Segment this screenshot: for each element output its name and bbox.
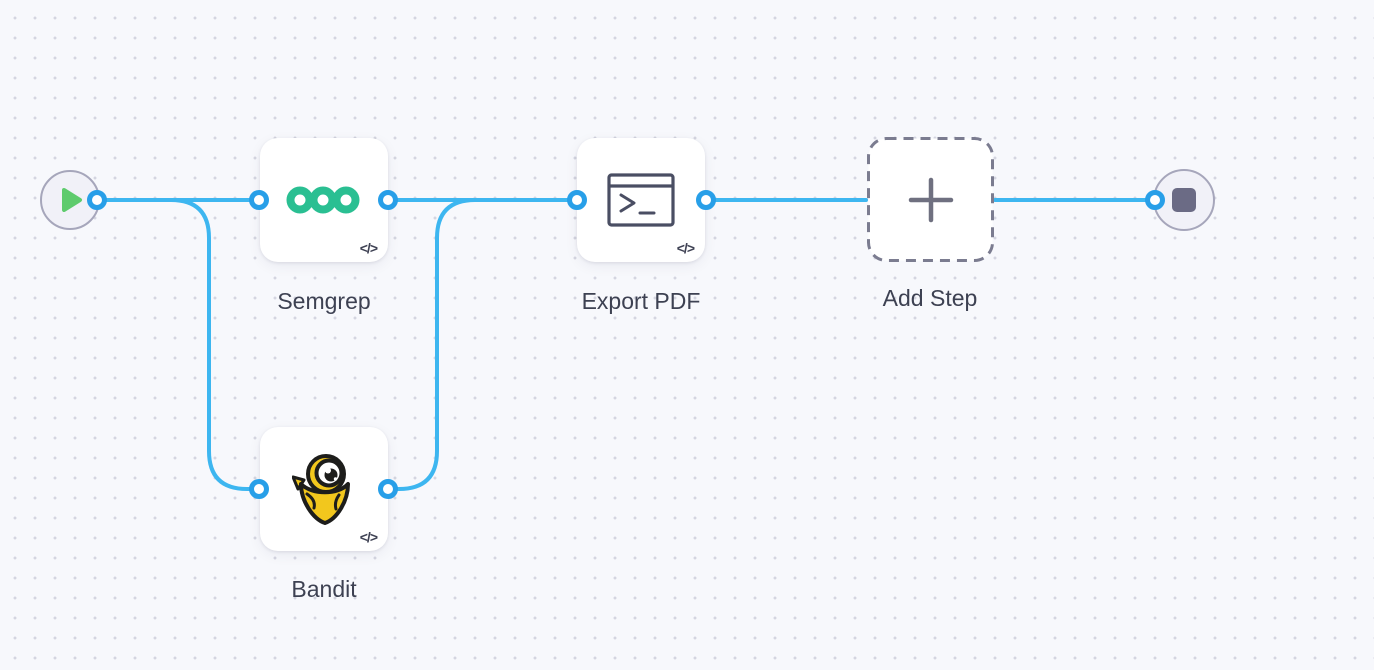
port-exportpdf-out[interactable] [696, 190, 716, 210]
node-label-export-pdf: Export PDF [581, 288, 701, 314]
node-label-add-step: Add Step [882, 285, 978, 311]
terminal-icon [577, 138, 705, 262]
port-bandit-in[interactable] [249, 479, 269, 499]
node-semgrep[interactable]: </> [260, 138, 388, 262]
code-step-badge: </> [676, 240, 695, 256]
port-semgrep-out[interactable] [378, 190, 398, 210]
stop-icon [1172, 188, 1196, 212]
play-icon [62, 188, 82, 212]
port-end-in[interactable] [1145, 190, 1165, 210]
port-start-out[interactable] [87, 190, 107, 210]
bandit-logo-icon [260, 427, 388, 551]
port-semgrep-in[interactable] [249, 190, 269, 210]
node-bandit[interactable]: </> [260, 427, 388, 551]
edge-bandit-exportpdf[interactable] [386, 198, 579, 491]
semgrep-logo-icon [260, 138, 388, 262]
node-label-semgrep: Semgrep [277, 288, 371, 314]
edge-start-bandit[interactable] [95, 198, 261, 491]
node-add-step[interactable] [867, 137, 994, 262]
code-step-badge: </> [359, 240, 378, 256]
code-step-badge: </> [359, 529, 378, 545]
node-export-pdf[interactable]: </> [577, 138, 705, 262]
node-label-bandit: Bandit [291, 576, 357, 602]
port-exportpdf-in[interactable] [567, 190, 587, 210]
plus-icon [908, 177, 953, 222]
end-node[interactable] [1153, 169, 1215, 231]
port-bandit-out[interactable] [378, 479, 398, 499]
